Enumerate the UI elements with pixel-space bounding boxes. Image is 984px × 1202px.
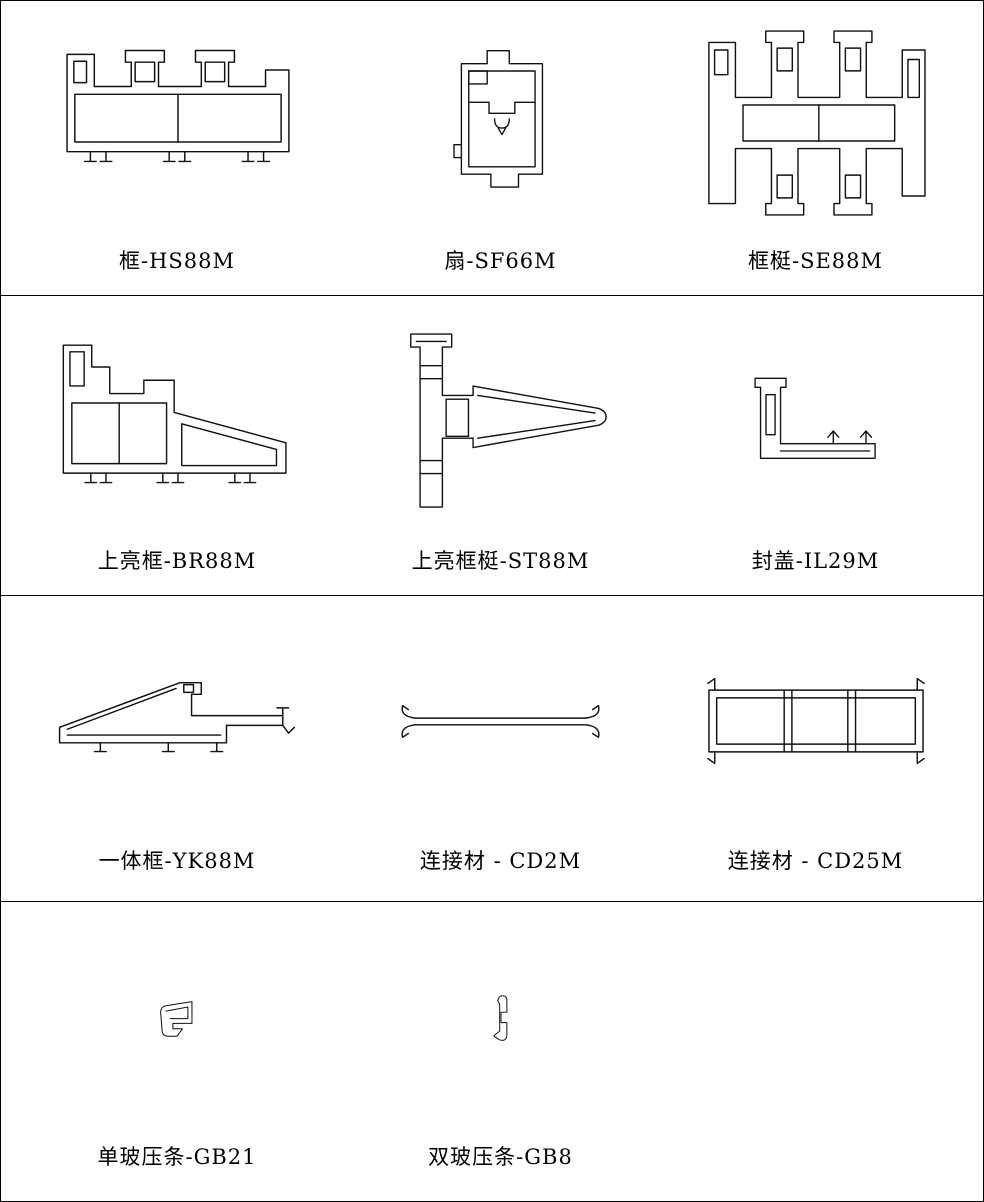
frame-profile-hs88m-drawing [66, 49, 290, 163]
profile-art-cd25m [648, 596, 983, 845]
profile-cell-cd25m: 连接材 - CD25M [648, 596, 983, 901]
profile-label-st88m: 上亮框梃-ST88M [411, 549, 590, 573]
catalog-row-2: 上亮框-BR88M 上亮框梃-ST88M [1, 296, 983, 596]
empty-cell [648, 902, 983, 1201]
sash-profile-sf66m-drawing [452, 49, 543, 188]
connector-cd2m-drawing [401, 704, 600, 738]
catalog-row-3: 一体框-YK88M 连接材 - CD2M [1, 596, 983, 902]
integrated-frame-yk88m-drawing [58, 681, 296, 752]
profile-label-gb8: 双玻压条-GB8 [428, 1145, 573, 1169]
profile-label-sf66m: 扇-SF66M [444, 249, 557, 273]
catalog-row-1: 框-HS88M 扇-SF66M [1, 1, 983, 296]
profile-cell-gb21: 单玻压条-GB21 [1, 902, 353, 1201]
profile-label-hs88m: 框-HS88M [118, 249, 236, 273]
profile-art-yk88m [1, 596, 353, 845]
profile-art-hs88m [1, 1, 353, 245]
transom-mullion-st88m-drawing [409, 332, 607, 508]
profile-art-br88m [1, 296, 353, 545]
double-glazing-bead-gb8-drawing [492, 994, 507, 1041]
profile-label-cd2m: 连接材 - CD2M [419, 849, 582, 873]
connector-cd25m-drawing [706, 677, 925, 764]
catalog-row-4: 单玻压条-GB21 双玻压条-GB8 [1, 902, 983, 1201]
cover-cap-il29m-drawing [753, 377, 876, 459]
profile-cell-se88m: 框梃-SE88M [648, 1, 983, 295]
single-glazing-bead-gb21-drawing [160, 1000, 193, 1037]
profile-art-gb8 [353, 902, 648, 1141]
profile-art-il29m [648, 296, 983, 545]
profile-label-cd25m: 连接材 - CD25M [727, 849, 904, 873]
profile-cell-yk88m: 一体框-YK88M [1, 596, 353, 901]
profile-cell-st88m: 上亮框梃-ST88M [353, 296, 648, 595]
profile-art-st88m [353, 296, 648, 545]
profile-art-gb21 [1, 902, 353, 1141]
profile-label-gb21: 单玻压条-GB21 [97, 1145, 257, 1169]
profile-art-se88m [648, 1, 983, 245]
profile-cell-hs88m: 框-HS88M [1, 1, 353, 295]
profile-art-cd2m [353, 596, 648, 845]
profile-label-il29m: 封盖-IL29M [751, 549, 880, 573]
profile-cell-br88m: 上亮框-BR88M [1, 296, 353, 595]
profile-art-sf66m [353, 1, 648, 245]
profile-cell-il29m: 封盖-IL29M [648, 296, 983, 595]
profile-label-se88m: 框梃-SE88M [747, 249, 884, 273]
profile-label-br88m: 上亮框-BR88M [97, 549, 257, 573]
profile-cell-sf66m: 扇-SF66M [353, 1, 648, 295]
transom-frame-br88m-drawing [62, 344, 287, 483]
profile-cell-cd2m: 连接材 - CD2M [353, 596, 648, 901]
profile-cell-gb8: 双玻压条-GB8 [353, 902, 648, 1201]
profile-label-yk88m: 一体框-YK88M [98, 849, 256, 873]
frame-mullion-se88m-drawing [707, 30, 926, 216]
